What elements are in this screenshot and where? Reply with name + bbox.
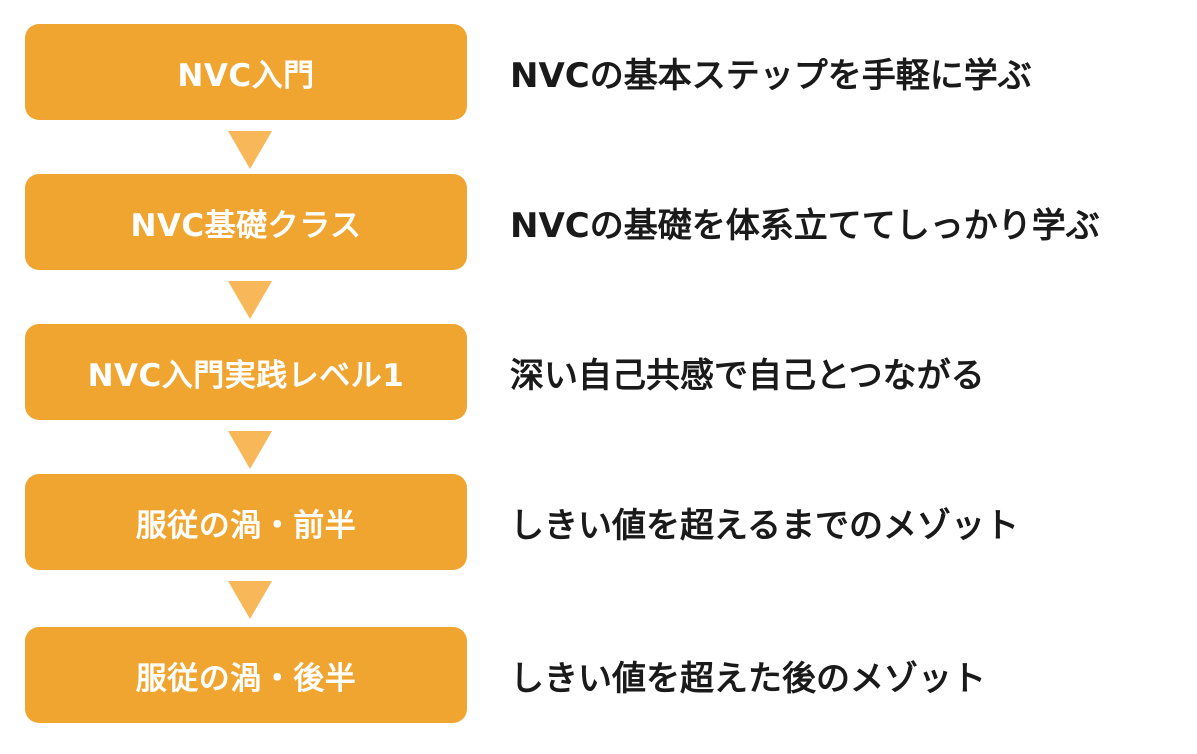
step-3-description: 深い自己共感で自己とつながる: [510, 324, 985, 420]
step-1-description-text: NVCの基本ステップを手軽に学ぶ: [510, 55, 1032, 96]
step-1: NVC入門 NVCの基本ステップを手軽に学ぶ: [0, 24, 1197, 124]
step-4-description: しきい値を超えるまでのメゾット: [510, 474, 1019, 570]
step-4-box: 服従の渦・前半: [25, 474, 467, 570]
step-1-box: NVC入門: [25, 24, 467, 120]
down-arrow-icon: [228, 581, 272, 619]
step-3-box: NVC入門実践レベル1: [25, 324, 467, 420]
step-5-description: しきい値を超えた後のメゾット: [510, 627, 986, 723]
step-4-description-text: しきい値を超えるまでのメゾット: [510, 505, 1019, 546]
step-3: NVC入門実践レベル1 深い自己共感で自己とつながる: [0, 324, 1197, 424]
down-arrow-icon: [228, 131, 272, 169]
step-3-description-text: 深い自己共感で自己とつながる: [510, 355, 985, 396]
step-1-title: NVC入門: [177, 57, 315, 94]
down-arrow-icon: [228, 281, 272, 319]
step-2-box: NVC基礎クラス: [25, 174, 467, 270]
step-5-title: 服従の渦・後半: [135, 660, 357, 697]
down-arrow-icon: [228, 431, 272, 469]
step-2-description: NVCの基礎を体系立ててしっかり学ぶ: [510, 174, 1100, 270]
step-2-title: NVC基礎クラス: [130, 207, 362, 244]
step-4-title: 服従の渦・前半: [135, 507, 357, 544]
step-2-description-text: NVCの基礎を体系立ててしっかり学ぶ: [510, 205, 1100, 246]
step-4: 服従の渦・前半 しきい値を超えるまでのメゾット: [0, 474, 1197, 574]
step-2: NVC基礎クラス NVCの基礎を体系立ててしっかり学ぶ: [0, 174, 1197, 274]
step-5-description-text: しきい値を超えた後のメゾット: [510, 658, 986, 699]
step-1-description: NVCの基本ステップを手軽に学ぶ: [510, 24, 1032, 120]
step-3-title: NVC入門実践レベル1: [87, 357, 405, 394]
step-5: 服従の渦・後半 しきい値を超えた後のメゾット: [0, 627, 1197, 727]
step-5-box: 服従の渦・後半: [25, 627, 467, 723]
